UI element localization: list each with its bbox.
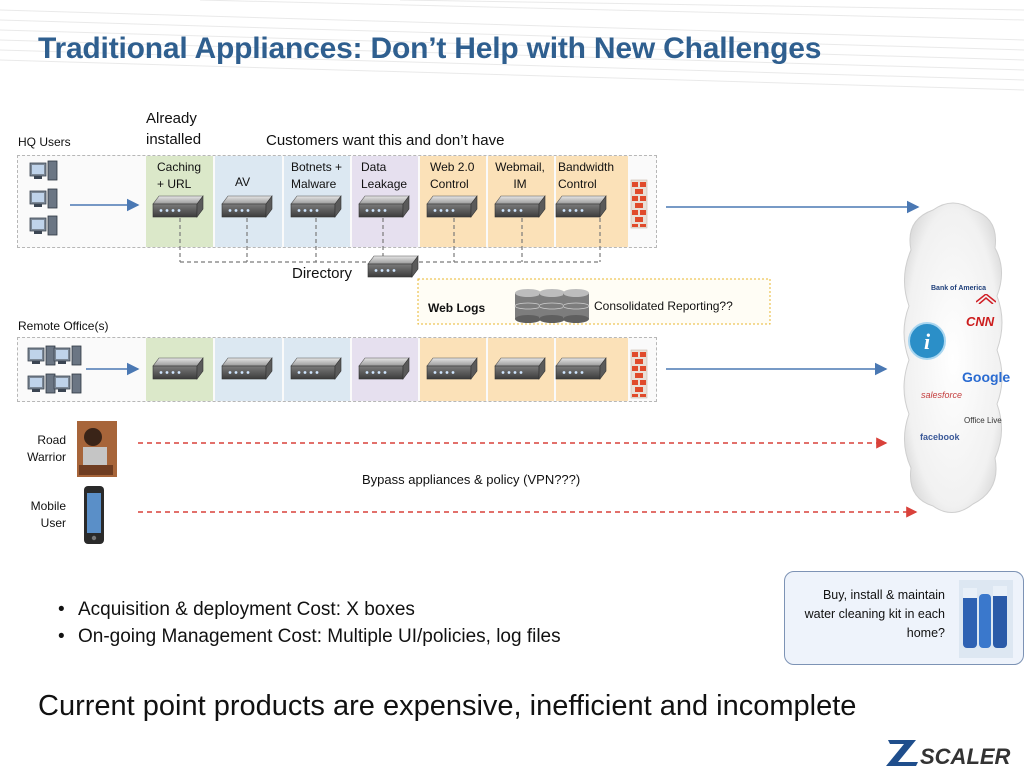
consolidated-reporting-label: Consolidated Reporting?? xyxy=(594,299,733,313)
already-installed-label: Already installed xyxy=(146,110,202,148)
col-label-webmail: Webmail, IM xyxy=(495,160,545,191)
cost-bullets: Acquisition & deployment Cost: X boxes O… xyxy=(58,596,561,650)
road-warrior-label: Road Warrior xyxy=(27,433,66,464)
water-filter-image xyxy=(959,580,1013,658)
conclusion-statement: Current point products are expensive, in… xyxy=(38,690,857,722)
info-icon: i xyxy=(908,322,946,360)
svg-text:i: i xyxy=(924,329,931,354)
zscaler-logo: SCALER xyxy=(886,736,1024,768)
callout-text: Buy, install & maintain water cleaning k… xyxy=(804,588,945,640)
directory-label: Directory xyxy=(292,265,353,282)
bank-of-america-flag-icon xyxy=(975,291,997,305)
col-label-bandwidth: Bandwidth Control xyxy=(558,160,615,191)
web-logs-label: Web Logs xyxy=(428,301,486,315)
bullet-item: On-going Management Cost: Multiple UI/po… xyxy=(58,623,561,650)
col-label-caching: Caching + URL xyxy=(157,160,202,191)
remote-office-label: Remote Office(s) xyxy=(18,319,109,333)
water-kit-callout: Buy, install & maintain water cleaning k… xyxy=(784,571,1024,665)
facebook-logo: facebook xyxy=(920,432,960,442)
zscaler-wordmark: SCALER xyxy=(920,744,1011,768)
col-label-botnets: Botnets + Malware xyxy=(291,160,343,191)
internet-cloud xyxy=(903,202,1003,513)
cnn-logo: CNN xyxy=(966,314,995,329)
slide-title: Traditional Appliances: Don’t Help with … xyxy=(38,32,822,65)
col-label-av: AV xyxy=(235,175,251,189)
hq-users-label: HQ Users xyxy=(18,135,71,149)
col-label-web20: Web 2.0 Control xyxy=(430,160,475,191)
bypass-label: Bypass appliances & policy (VPN???) xyxy=(362,472,581,487)
col-label-data-leakage: Data Leakage xyxy=(361,160,408,191)
google-logo: Google xyxy=(962,369,1011,385)
bank-of-america-logo: Bank of America xyxy=(931,285,986,292)
bullet-item: Acquisition & deployment Cost: X boxes xyxy=(58,596,561,623)
salesforce-logo: salesforce xyxy=(921,390,963,400)
header-stripes xyxy=(0,0,1024,91)
mobile-user-label: Mobile User xyxy=(30,499,66,530)
customers-want-label: Customers want this and don’t have xyxy=(266,132,505,149)
office-live-logo: Office Live xyxy=(964,416,1002,425)
